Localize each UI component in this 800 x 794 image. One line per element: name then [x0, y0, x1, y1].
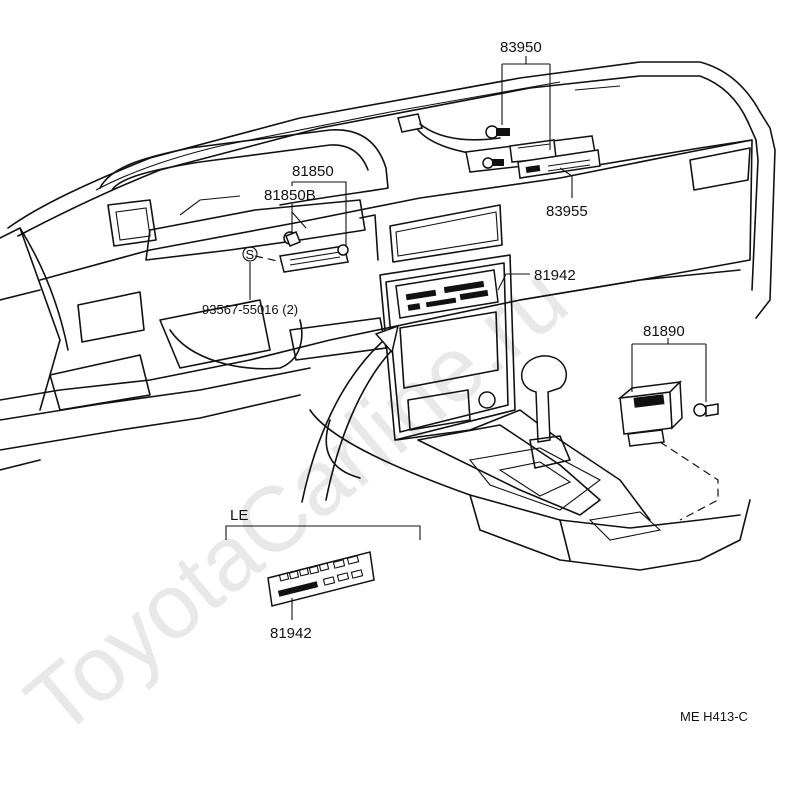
- le-variant-detail: [225, 525, 421, 620]
- center-console-drawing: [0, 254, 751, 571]
- part-81850-assembly: [254, 231, 349, 273]
- switch-83955-assembly: [397, 113, 601, 179]
- dashboard-drawing: [0, 61, 776, 451]
- label-81890: 81890: [643, 323, 685, 340]
- label-83950: 83950: [500, 39, 542, 56]
- leader-lines: [249, 56, 707, 402]
- label-81942-main: 81942: [534, 267, 576, 284]
- figure-code: ME H413-C: [680, 709, 748, 724]
- label-le-variant: LE: [230, 507, 248, 524]
- part-81890-assembly: [617, 380, 719, 521]
- screw-symbol-circle: [242, 246, 258, 262]
- screw-symbol: S: [246, 247, 255, 262]
- watermark: ToyotaCarline.ru: [7, 247, 586, 756]
- label-83955: 83955: [546, 203, 588, 220]
- label-81942-le: 81942: [270, 625, 312, 642]
- label-81850: 81850: [292, 163, 334, 180]
- label-81850b: 81850B: [264, 187, 316, 204]
- detail-arrow: [301, 324, 400, 503]
- label-screw-part: 93567-55016 (2): [202, 302, 298, 317]
